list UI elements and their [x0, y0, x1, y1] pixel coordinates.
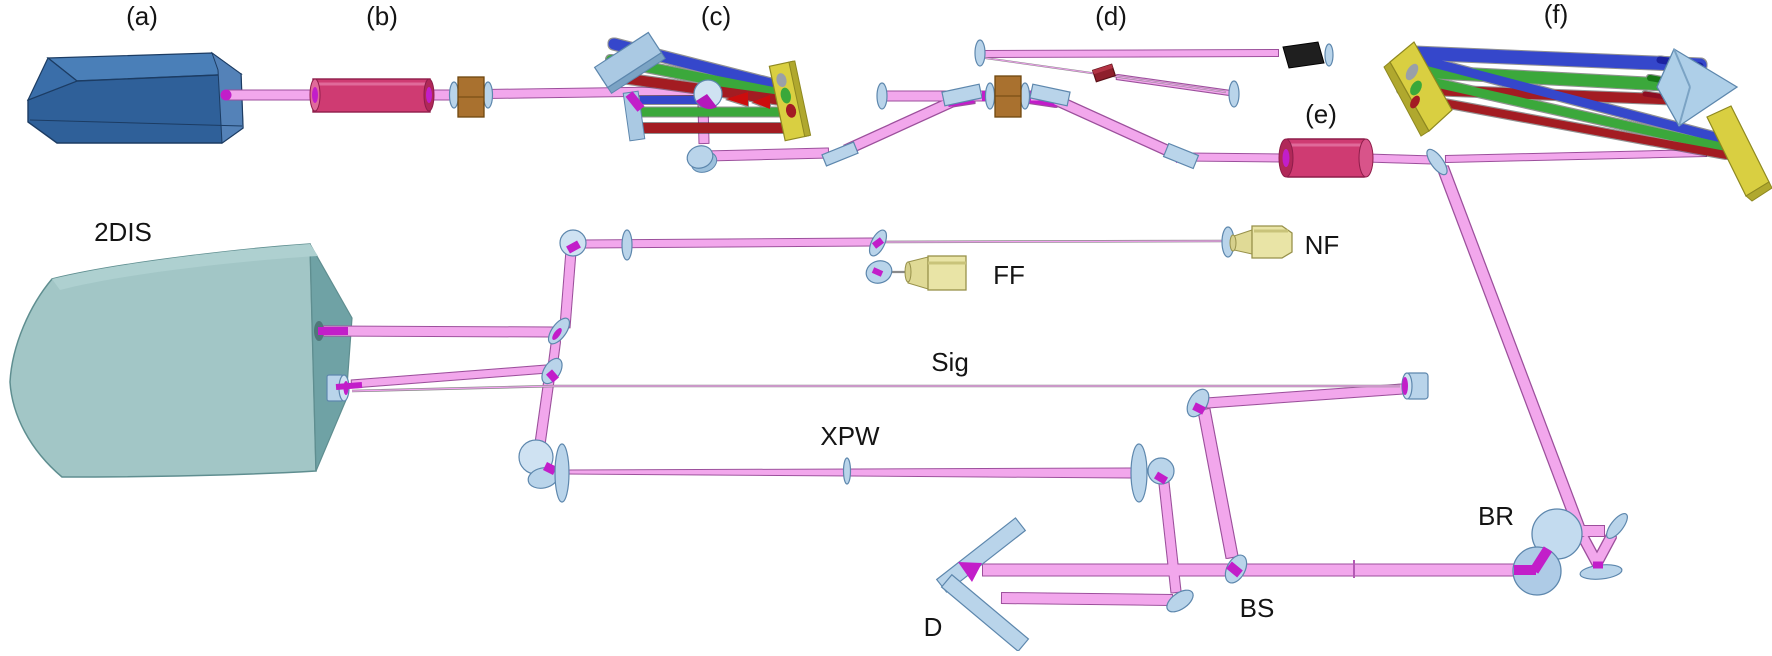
label-br: BR	[1478, 501, 1514, 531]
curved-mirror	[1229, 81, 1239, 107]
label-e: (e)	[1305, 99, 1337, 129]
label-2dis: 2DIS	[94, 217, 152, 247]
label-f: (f)	[1544, 0, 1569, 29]
sig-end-mirror	[1402, 373, 1428, 399]
label-nf: NF	[1305, 230, 1340, 260]
lens	[622, 230, 632, 260]
label-d-delay: D	[924, 612, 943, 642]
2dis-spectrometer-box	[10, 244, 352, 477]
label-a: (a)	[126, 1, 158, 31]
xpw-recollimating-lens	[1131, 444, 1147, 502]
lens	[975, 40, 985, 66]
stretcher-exit-window	[822, 142, 858, 166]
beam-dump	[1283, 42, 1333, 68]
amplifier-crystal	[1093, 64, 1116, 82]
label-c: (c)	[701, 1, 731, 31]
lens	[877, 83, 887, 109]
multipass-amplifier-stage	[877, 40, 1333, 168]
label-sig: Sig	[931, 347, 969, 377]
label-xpw: XPW	[820, 421, 880, 451]
delay-retroreflector	[937, 518, 1029, 651]
amplifier-cylinder	[1279, 139, 1373, 177]
laser-output-port	[221, 90, 232, 101]
label-d: (d)	[1095, 1, 1127, 31]
xpw-lens	[555, 444, 569, 502]
fold-mirror	[942, 84, 982, 106]
laser-oscillator-box	[28, 53, 243, 143]
ff-camera	[905, 256, 966, 290]
label-ff: FF	[993, 260, 1025, 290]
xpw-crystal	[844, 458, 851, 484]
beam-rotator	[1513, 509, 1631, 595]
faraday-isolator-cube	[450, 77, 493, 117]
fold-mirror	[1164, 144, 1199, 169]
optical-elements	[221, 33, 1772, 651]
label-b: (b)	[366, 1, 398, 31]
amplifier-rod	[310, 79, 434, 112]
nf-camera	[1230, 226, 1292, 258]
xpw-input-mirror-pair	[519, 440, 560, 491]
label-bs: BS	[1240, 593, 1275, 623]
